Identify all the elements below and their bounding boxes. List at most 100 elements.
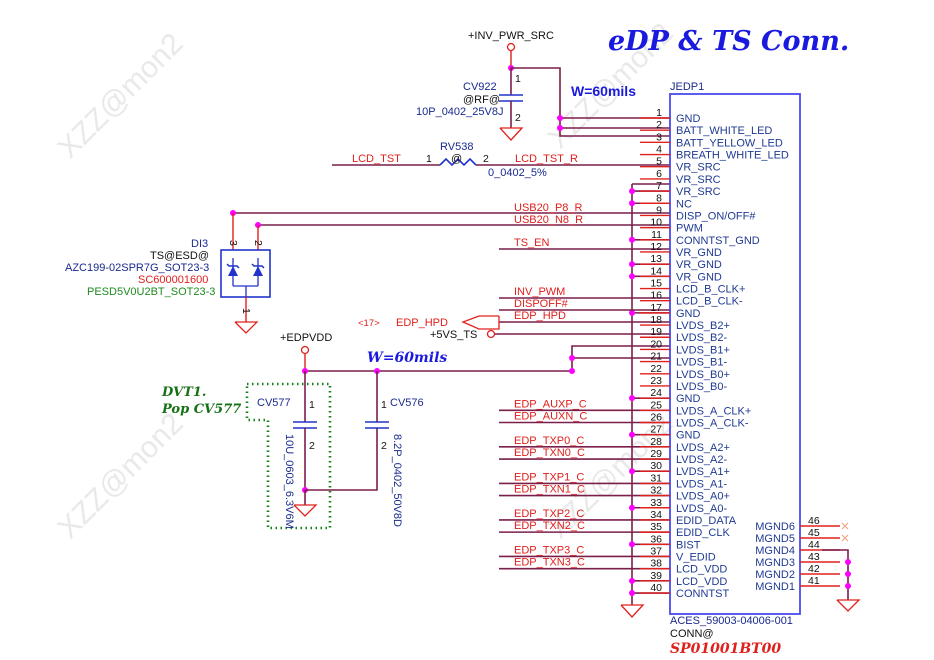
net-lcd-tst: LCD_TST bbox=[352, 153, 401, 165]
connector-pin-name: BIST bbox=[676, 539, 701, 551]
connector-pin-number: 22 bbox=[650, 363, 662, 375]
rv538-value: 0_0402_5% bbox=[488, 167, 547, 179]
connector-pin-name: VR_SRC bbox=[676, 162, 721, 174]
pin-number: 2 bbox=[515, 112, 521, 124]
edpvdd-label: +EDPVDD bbox=[280, 332, 332, 344]
inv-pwr-src-label: +INV_PWR_SRC bbox=[468, 30, 554, 42]
connector-pin-name: EDID_CLK bbox=[676, 527, 730, 539]
watermark-2: XZZ@mon2 bbox=[52, 407, 190, 545]
no-connect-icon bbox=[841, 534, 849, 542]
connector-pin-name: VR_SRC bbox=[676, 174, 721, 186]
connector-pin-number: 20 bbox=[650, 338, 662, 350]
net-edp-txn0-c: EDP_TXN0_C bbox=[514, 447, 585, 459]
connector-pin-name: NC bbox=[676, 198, 692, 210]
connector-pin-name: LVDS_A1+ bbox=[676, 466, 730, 478]
connector-pin-name: BATT_YELLOW_LED bbox=[676, 137, 783, 149]
cv922-bom: @RF@ bbox=[463, 94, 500, 106]
net-edp-auxn-c: EDP_AUXN_C bbox=[514, 411, 587, 423]
connector-pin-name: LVDS_A0- bbox=[676, 503, 727, 515]
wire-pwr-src bbox=[511, 67, 670, 137]
connector-pin-number: 25 bbox=[650, 399, 662, 411]
net-usb20-n8-r: USB20_N8_R bbox=[514, 214, 583, 226]
di3-alt: PESD5V0U2BT_SOT23-3 bbox=[87, 286, 215, 298]
connector-pin-number: 14 bbox=[650, 265, 662, 277]
net-usb20-p8-r: USB20_P8_R bbox=[514, 202, 583, 214]
connector-pin-number: 32 bbox=[650, 485, 662, 497]
connector-pin-number: 21 bbox=[650, 351, 662, 363]
pin-number: 1 bbox=[515, 73, 521, 85]
connector-pin-number: 46 bbox=[808, 515, 820, 527]
connector-pin-name: LVDS_B0+ bbox=[676, 369, 730, 381]
connector-pin-number: 26 bbox=[650, 412, 662, 424]
connector-pin-name: LVDS_A0+ bbox=[676, 491, 730, 503]
connector-pin-number: 3 bbox=[656, 131, 662, 143]
connector-pin-number: 27 bbox=[650, 424, 662, 436]
resistor-rv538[interactable]: 1 2 RV538 @ 0_0402_5% bbox=[426, 141, 547, 179]
connector-pin-number: 34 bbox=[650, 509, 662, 521]
di3-ref: DI3 bbox=[191, 238, 208, 250]
wire-mgnd bbox=[822, 549, 849, 600]
esd-diode-di3[interactable]: 3 2 1 DI3 TS@ESD@ AZC199-02SPR7G_SOT23-3… bbox=[65, 213, 271, 334]
junction-dot bbox=[569, 355, 575, 361]
rv538-ref: RV538 bbox=[440, 141, 473, 153]
net-dispoff: DISPOFF# bbox=[514, 298, 569, 310]
net-ts-en: TS_EN bbox=[514, 237, 550, 249]
connector-pin-name: LVDS_A_CLK+ bbox=[676, 405, 751, 417]
connector-pin-number: 16 bbox=[650, 290, 662, 302]
capacitor-cv922[interactable]: 1 2 CV922 @RF@ 10P_0402_25V8J bbox=[416, 68, 524, 141]
connector-pin-number: 17 bbox=[650, 302, 662, 314]
connector-pin-name: VR_GND bbox=[676, 271, 722, 283]
power-port-icon bbox=[506, 42, 516, 52]
junction-dot bbox=[629, 431, 635, 438]
resistor-zigzag bbox=[439, 157, 477, 167]
connector-pin-number: 31 bbox=[650, 472, 662, 484]
connector-pin-number: 39 bbox=[650, 570, 662, 582]
di3-part: AZC199-02SPR7G_SOT23-3 bbox=[65, 262, 209, 274]
pin-number: 2 bbox=[381, 440, 387, 452]
ground-icon bbox=[234, 321, 259, 334]
junction-dot bbox=[845, 559, 851, 565]
cv922-value: 10P_0402_25V8J bbox=[416, 106, 503, 118]
power-port-icon bbox=[486, 329, 496, 339]
connector-pin-number: 19 bbox=[650, 326, 662, 338]
offpage-connector-icon[interactable] bbox=[461, 315, 500, 330]
connector-pin-name: VR_SRC bbox=[676, 186, 721, 198]
junction-dot bbox=[845, 571, 851, 577]
pin-number: 1 bbox=[309, 399, 315, 411]
junction-dot bbox=[629, 541, 635, 548]
connector-pin-name: BREATH_WHITE_LED bbox=[676, 150, 789, 162]
connector-pin-number: 44 bbox=[808, 539, 820, 551]
capacitor-cv576[interactable]: 1 2 CV576 8.2P_0402_50V8D bbox=[365, 371, 424, 527]
connector-pin-number: 5 bbox=[656, 156, 662, 168]
connector-pin-number: 40 bbox=[650, 582, 662, 594]
no-connect-markers bbox=[841, 522, 849, 542]
connector-pin-name: VR_GND bbox=[676, 259, 722, 271]
pin-number: 1 bbox=[381, 399, 387, 411]
connector-body bbox=[669, 93, 801, 615]
ground-icon bbox=[293, 504, 318, 517]
junction-dot bbox=[629, 590, 635, 597]
junction-dot bbox=[845, 583, 851, 589]
pin-number: 1 bbox=[240, 308, 252, 314]
net-lcd-tst-r: LCD_TST_R bbox=[515, 153, 578, 165]
net-edp-hpd-local: EDP_HPD bbox=[514, 310, 566, 322]
net-edp-txn2-c: EDP_TXN2_C bbox=[514, 520, 585, 532]
di3-bom: TS@ESD@ bbox=[150, 250, 209, 262]
vs-ts-label: +5VS_TS bbox=[430, 329, 477, 341]
connector-pin-name: LCD_VDD bbox=[676, 576, 727, 588]
connector-pin-number: 6 bbox=[656, 168, 662, 180]
connector-pin-number: 29 bbox=[650, 448, 662, 460]
connector-pin-name: DISP_ON/OFF# bbox=[676, 210, 756, 222]
cv576-ref: CV576 bbox=[390, 397, 424, 409]
edp-lanes: EDP_AUXP_CEDP_AUXN_CEDP_TXP0_CEDP_TXN0_C… bbox=[499, 398, 670, 570]
net-edp-txp2-c: EDP_TXP2_C bbox=[514, 508, 584, 520]
connector-pin-number: 24 bbox=[650, 387, 662, 399]
connector-pin-name: LCD_VDD bbox=[676, 564, 727, 576]
cv922-ref: CV922 bbox=[463, 81, 497, 93]
no-connect-icon bbox=[841, 522, 849, 530]
junction-dot bbox=[629, 188, 635, 195]
capacitor-cv577[interactable]: 1 2 CV577 10U_0603_6.3V6M bbox=[257, 371, 317, 529]
connector-bom: CONN@ bbox=[670, 628, 714, 640]
